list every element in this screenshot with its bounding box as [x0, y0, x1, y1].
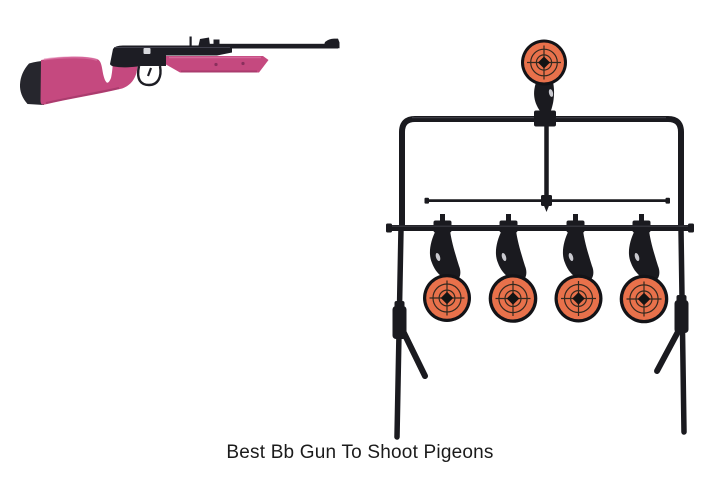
top-spinner-clamp: [534, 110, 556, 127]
spinner-target-2: [488, 230, 538, 323]
gun-rear-sight-post: [213, 39, 220, 46]
spinner-paddle-highlight: [568, 252, 574, 262]
gun-bolt-mark: [143, 48, 151, 54]
top-spinner-paddle: [534, 78, 555, 113]
hanger-clamp-tab: [440, 214, 445, 223]
target-center-diamond: [506, 292, 520, 305]
spinning-target-stand-image: [386, 39, 694, 440]
pink-bb-gun-image: [19, 36, 340, 105]
caption-text: Best Bb Gun To Shoot Pigeons: [226, 442, 494, 463]
spinner-paddle-highlight: [634, 252, 640, 262]
gun-receiver: [110, 45, 232, 68]
spinner-paddle: [429, 230, 461, 281]
gun-rear-sight: [198, 37, 210, 46]
target-center-diamond: [538, 56, 550, 69]
hanger-clamp-tab: [573, 214, 578, 223]
gun-barrel: [200, 43, 338, 49]
stand-left-sleeve-collar: [394, 301, 405, 308]
target-center-diamond: [637, 292, 651, 306]
gun-sight-pin: [189, 36, 192, 46]
spinner-paddle: [562, 230, 594, 281]
gun-butt-pad: [19, 61, 44, 105]
spinner-paddle: [628, 230, 660, 281]
stand-rod-clamp: [541, 195, 552, 206]
gun-forearm-screw: [214, 62, 218, 67]
target-center-diamond: [440, 291, 454, 305]
gun-stock: [40, 56, 138, 105]
stand-right-sleeve: [674, 300, 689, 333]
target-center-diamond: [572, 292, 585, 305]
gun-forearm-screw: [241, 61, 245, 66]
stand-left-sleeve: [392, 306, 407, 339]
stand-right-brace: [654, 325, 683, 374]
hanger-clamp-tab: [506, 214, 511, 223]
gun-stock-highlight: [43, 56, 98, 61]
gun-trigger: [146, 67, 153, 77]
top-spinner-target: [521, 39, 567, 127]
spinner-paddle-highlight: [501, 252, 507, 262]
hanger-clamp-tab: [639, 214, 644, 223]
spinner-target-1: [423, 230, 471, 322]
stand-right-sleeve-collar: [676, 295, 687, 302]
spinner-paddle-highlight: [435, 252, 441, 262]
gun-front-sight: [323, 38, 340, 49]
top-spinner-paddle-highlight: [548, 89, 554, 97]
gun-trigger-guard: [136, 65, 162, 87]
stand-top-frame: [399, 116, 684, 229]
stand-left-brace: [400, 328, 428, 379]
gun-stock-shadow: [45, 87, 120, 104]
spinner-paddle: [495, 230, 527, 281]
spinner-target-4: [619, 230, 669, 324]
spinner-target-3: [554, 230, 603, 323]
